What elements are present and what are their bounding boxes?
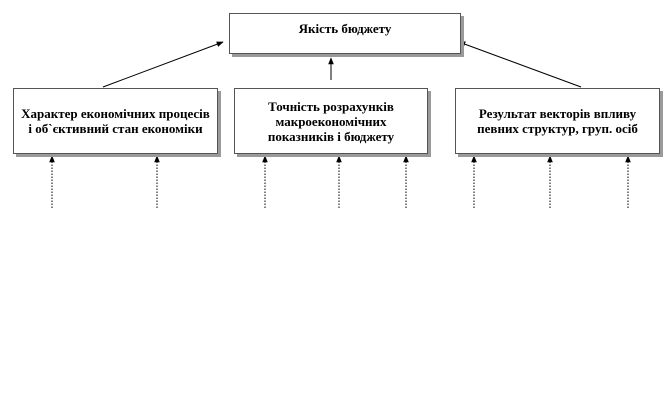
budget-quality-box: Якість бюджету xyxy=(229,13,461,54)
influence-vectors-box: Результат векторів впливу певних структу… xyxy=(455,88,660,154)
economic-processes-box: Характер економічних процесів і об`єктив… xyxy=(13,88,218,154)
economic-processes-label: Характер економічних процесів і об`єктив… xyxy=(21,106,210,136)
arrow-left-to-top xyxy=(102,41,224,88)
calculation-accuracy-box: Точність розрахунків макроекономічних по… xyxy=(234,88,428,154)
influence-vectors-label: Результат векторів впливу певних структу… xyxy=(477,106,638,136)
arrow-right-to-top xyxy=(458,41,582,88)
calculation-accuracy-label: Точність розрахунків макроекономічних по… xyxy=(267,98,395,144)
budget-quality-label: Якість бюджету xyxy=(298,21,392,36)
